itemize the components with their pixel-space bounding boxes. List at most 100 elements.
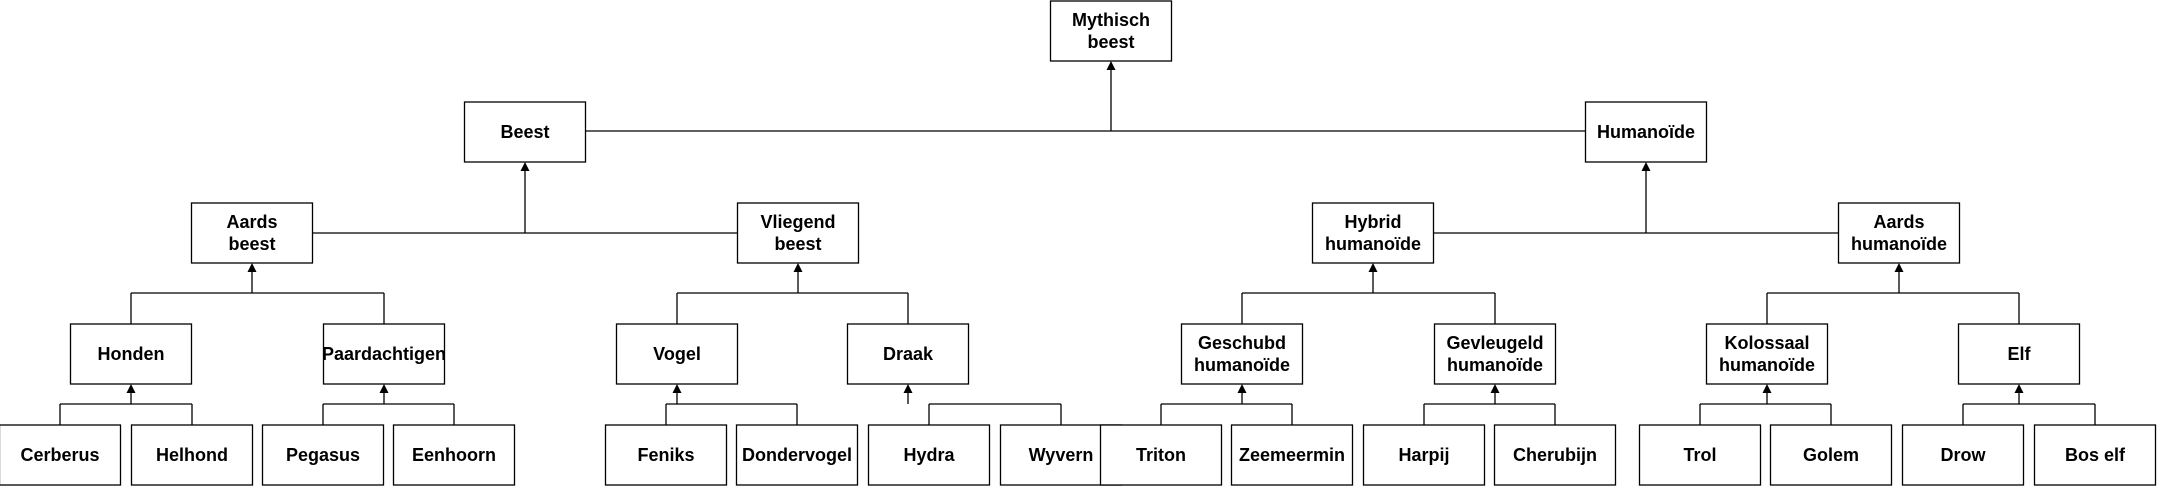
node-label: Feniks [637,445,694,465]
node-label: Eenhoorn [412,445,496,465]
node-bos-elf: Bos elf [2033,424,2157,486]
node-elf: Elf [1957,323,2081,385]
node-box [130,424,254,486]
node-label: Vogel [653,344,701,364]
node-triton: Triton [1099,424,1223,486]
node-box [736,202,860,264]
node-box [1638,424,1762,486]
node-box [1099,424,1223,486]
node-box [463,101,587,163]
node-box [261,424,385,486]
node-paardachtigen: Paardachtigen [322,323,446,385]
node-box [867,424,991,486]
node-box [392,424,516,486]
node-golem: Golem [1769,424,1893,486]
node-label: Beest [500,122,549,142]
arrowhead-kolossaal-humanoide [1762,384,1772,393]
arrowhead-elf [2014,384,2024,393]
node-label: Helhond [156,445,228,465]
node-label: Golem [1803,445,1859,465]
node-box [1901,424,2025,486]
node-label: Cerberus [20,445,99,465]
arrowhead-honden [126,384,136,393]
node-box [846,323,970,385]
node-box [604,424,728,486]
node-beest: Beest [463,101,587,163]
node-box [1362,424,1486,486]
node-vogel: Vogel [615,323,739,385]
node-label: Drow [1941,445,1987,465]
node-label: Paardachtigen [322,344,446,364]
arrowhead-draak [903,384,913,393]
node-hydra: Hydra [867,424,991,486]
node-box [322,323,446,385]
arrowhead-beest [520,162,530,171]
node-box [1837,202,1961,264]
node-label: Trol [1683,445,1716,465]
node-trol: Trol [1638,424,1762,486]
node-label: Hydra [903,445,955,465]
node-box [69,323,193,385]
arrowhead-mythisch-beest [1106,61,1116,70]
node-draak: Draak [846,323,970,385]
arrowhead-hybrid-humanoide [1368,263,1378,272]
node-drow: Drow [1901,424,2025,486]
node-cherubijn: Cherubijn [1493,424,1617,486]
node-box [615,323,739,385]
node-label: Humanoïde [1597,122,1695,142]
node-box [735,424,859,486]
node-feniks: Feniks [604,424,728,486]
node-label: Elf [2007,344,2031,364]
node-box [1049,0,1173,62]
arrowhead-aards-beest [247,263,257,272]
arrowhead-gevleugeld-humanoide [1490,384,1500,393]
node-box [1584,101,1708,163]
arrowhead-paardachtigen [379,384,389,393]
node-box [1311,202,1435,264]
node-box [1230,424,1354,486]
node-harpij: Harpij [1362,424,1486,486]
arrowhead-humanoide [1641,162,1651,171]
node-label: Dondervogel [742,445,852,465]
node-label: Cherubijn [1513,445,1597,465]
node-label: Pegasus [286,445,360,465]
node-label: Zeemeermin [1239,445,1345,465]
node-box [1705,323,1829,385]
node-box [0,424,122,486]
node-label: Bos elf [2065,445,2126,465]
node-label: Honden [98,344,165,364]
node-humanoide: Humanoïde [1584,101,1708,163]
node-pegasus: Pegasus [261,424,385,486]
node-label: Draak [883,344,934,364]
arrowhead-vliegend-beest [793,263,803,272]
node-box [1180,323,1304,385]
node-label: Wyvern [1029,445,1094,465]
node-helhond: Helhond [130,424,254,486]
node-honden: Honden [69,323,193,385]
arrowhead-vogel [672,384,682,393]
node-eenhoorn: Eenhoorn [392,424,516,486]
arrowhead-geschubd-humanoide [1237,384,1247,393]
node-label: Triton [1136,445,1186,465]
diagram-edges [59,61,2096,425]
node-dondervogel: Dondervogel [735,424,859,486]
node-cerberus: Cerberus [0,424,122,486]
node-box [1957,323,2081,385]
